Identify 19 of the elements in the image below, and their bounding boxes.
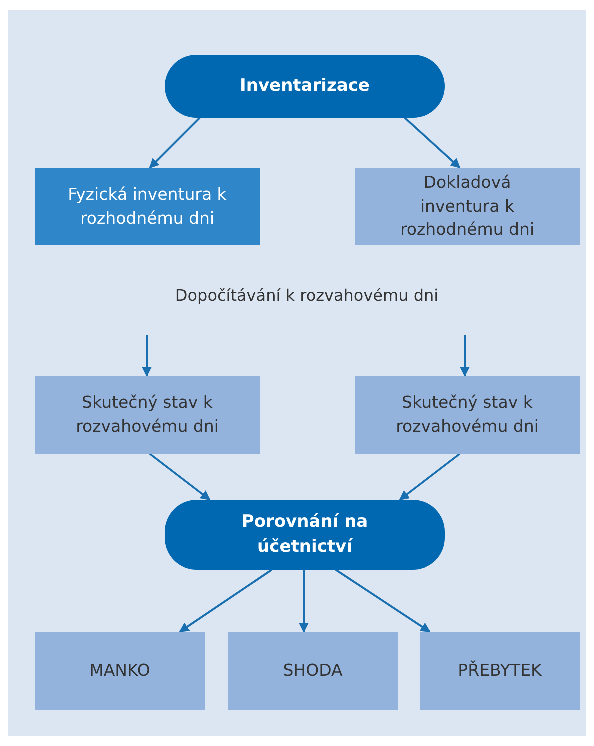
arrow [142, 335, 152, 377]
arrow [460, 335, 470, 377]
process-box: SHODA [228, 632, 398, 710]
arrow [299, 570, 309, 633]
arrow [399, 453, 461, 501]
process-box: Dokladová inventura k rozhodnému dni [355, 168, 580, 245]
rounded-box: Porovnání na účetnictví [165, 500, 445, 570]
arrow [335, 569, 431, 633]
arrow [149, 453, 211, 501]
arrow [149, 117, 201, 169]
process-box: MANKO [35, 632, 205, 710]
process-box: Fyzická inventura k rozhodnému dni [35, 168, 260, 245]
process-box: PŘEBYTEK [420, 632, 580, 710]
process-box: Skutečný stav k rozvahovému dni [355, 376, 580, 454]
process-box: Skutečný stav k rozvahovému dni [35, 376, 260, 454]
rounded-box: Inventarizace [165, 55, 445, 118]
note-text: Dopočítávání k rozvahovému dni [174, 286, 440, 305]
arrow [179, 569, 273, 633]
arrow [404, 117, 461, 169]
